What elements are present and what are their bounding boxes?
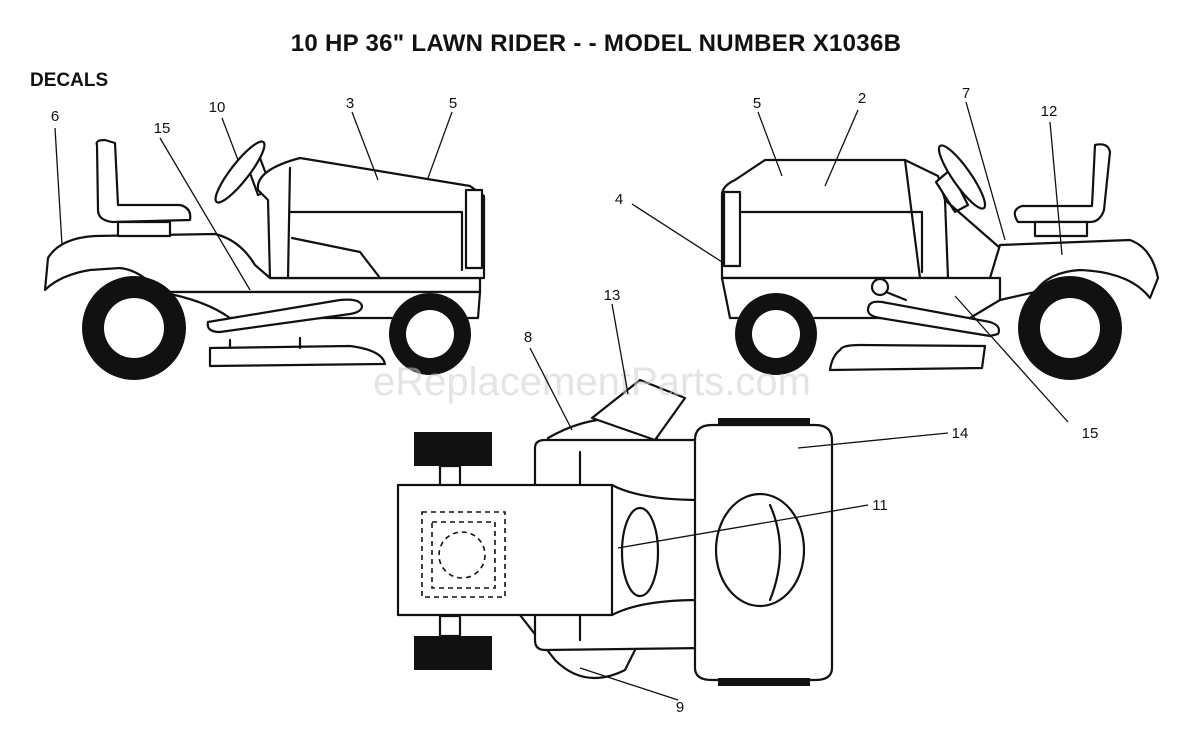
callout-15-right: 15 xyxy=(1082,425,1099,442)
callout-3: 3 xyxy=(346,95,354,112)
right-side-view xyxy=(720,143,1160,380)
callout-13: 13 xyxy=(604,287,621,304)
callout-7: 7 xyxy=(962,85,970,102)
left-side-view xyxy=(43,138,486,380)
callout-6: 6 xyxy=(51,108,59,125)
callout-2: 2 xyxy=(858,90,866,107)
diagram-title: 10 HP 36" LAWN RIDER - - MODEL NUMBER X1… xyxy=(290,30,902,57)
leader-lines xyxy=(54,101,1069,701)
watermark: eReplacementParts.com xyxy=(373,360,811,404)
callout-11: 11 xyxy=(872,497,888,514)
callout-15-left: 15 xyxy=(154,120,171,137)
callout-10: 10 xyxy=(209,99,226,116)
top-view xyxy=(396,378,834,686)
callout-5-right: 5 xyxy=(753,95,761,112)
callout-5-left: 5 xyxy=(449,95,457,112)
callout-9: 9 xyxy=(676,699,684,716)
callout-4: 4 xyxy=(615,191,623,208)
section-label: DECALS xyxy=(30,70,109,91)
callout-14: 14 xyxy=(952,425,969,442)
callout-12: 12 xyxy=(1041,103,1058,120)
callout-8: 8 xyxy=(524,329,532,346)
callouts: 6 15 10 3 5 5 2 7 12 4 15 13 8 14 11 9 xyxy=(51,85,1099,716)
